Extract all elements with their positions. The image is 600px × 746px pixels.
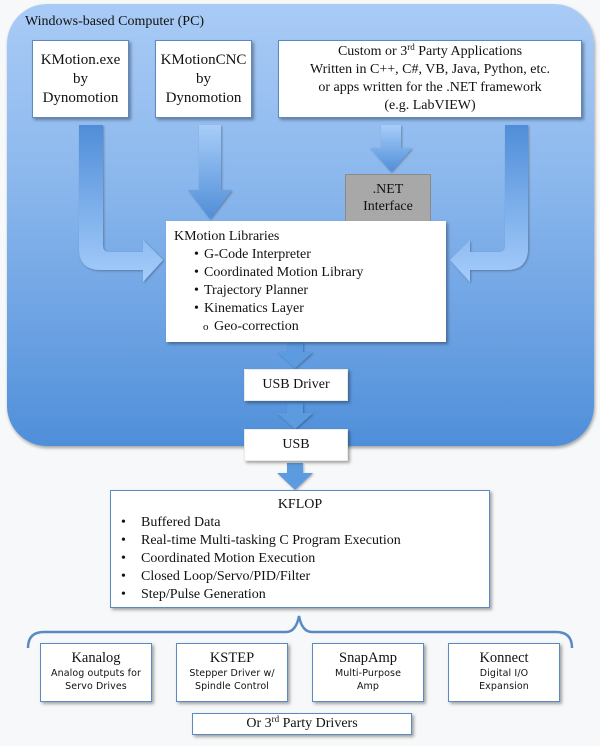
konnect-name: Konnect bbox=[479, 650, 529, 666]
snapamp-desc-line1: Multi-Purpose bbox=[334, 668, 402, 679]
kmotion-libraries-list: • G-Code Interpreter • Coordinated Motion … bbox=[174, 246, 446, 336]
kstep-desc-line1: Stepper Driver w/ bbox=[189, 668, 275, 679]
kanalog-box: Kanalog Analog outputs for Servo Drives bbox=[40, 643, 152, 702]
net-interface-line1: .NET bbox=[372, 182, 404, 197]
arrow-custom-to-net bbox=[370, 125, 412, 172]
kmotioncnc-box: KMotionCNC by Dynomotion bbox=[155, 40, 252, 118]
list-item-label: G-Code Interpreter bbox=[204, 247, 311, 262]
konnect-desc-line1: Digital I/O bbox=[479, 668, 529, 679]
hollow-bullet-icon: o bbox=[203, 321, 209, 333]
third-party-drivers-box: Or 3rd Party Drivers bbox=[192, 713, 412, 735]
sub-list-item-label: Geo-correction bbox=[214, 319, 299, 334]
bullet-icon: • bbox=[121, 569, 126, 584]
custom-apps-line1: Custom or 3rd Party Applications bbox=[338, 43, 522, 61]
kmotioncnc-line2: by bbox=[196, 70, 211, 87]
snapamp-name: SnapAmp bbox=[339, 650, 397, 666]
custom-apps-box: Custom or 3rd Party Applications Written… bbox=[278, 40, 582, 118]
bullet-icon: • bbox=[121, 587, 126, 602]
drivers-brace bbox=[26, 615, 574, 649]
bullet-icon: • bbox=[121, 515, 126, 530]
third-party-pre: Or 3 bbox=[246, 716, 272, 731]
list-item: • Step/Pulse Generation bbox=[111, 586, 489, 604]
list-item-label: Coordinated Motion Library bbox=[204, 265, 364, 280]
usb-driver-label: USB Driver bbox=[262, 377, 330, 392]
net-interface-box: .NET Interface bbox=[345, 174, 431, 228]
list-item-label: Trajectory Planner bbox=[204, 283, 309, 298]
list-item: • Kinematics Layer bbox=[174, 300, 446, 318]
list-item-label: Closed Loop/Servo/PID/Filter bbox=[141, 569, 311, 584]
list-item-label: Buffered Data bbox=[141, 515, 221, 530]
kflop-box: KFLOP • Buffered Data • Real-time Multi-ta… bbox=[110, 490, 490, 608]
konnect-box: Konnect Digital I/O Expansion bbox=[448, 643, 560, 702]
net-interface-line2: Interface bbox=[363, 199, 413, 214]
bullet-icon: • bbox=[121, 533, 126, 548]
bullet-icon: • bbox=[194, 247, 199, 262]
kmotion-libraries-box: KMotion Libraries • G-Code Interpreter • C… bbox=[166, 221, 446, 342]
kanalog-name: Kanalog bbox=[71, 650, 121, 666]
kflop-list: • Buffered Data • Real-time Multi-tasking … bbox=[111, 514, 489, 604]
snapamp-box: SnapAmp Multi-Purpose Amp bbox=[312, 643, 424, 702]
kflop-title: KFLOP bbox=[277, 497, 323, 512]
arrow-kmotioncnc-to-libraries bbox=[188, 125, 232, 219]
kmotioncnc-line1: KMotionCNC bbox=[160, 51, 247, 68]
usb-label: USB bbox=[282, 437, 310, 452]
kmotioncnc-line3: Dynomotion bbox=[165, 89, 242, 106]
kanalog-desc-line1: Analog outputs for bbox=[50, 668, 141, 679]
arrow-libraries-to-usb-driver bbox=[277, 343, 313, 368]
custom-apps-line3: or apps written for the .NET framework bbox=[318, 80, 542, 95]
list-item-label: Real-time Multi-tasking C Program Execut… bbox=[141, 533, 401, 548]
list-item-label: Kinematics Layer bbox=[204, 301, 304, 316]
third-party-post: Party Drivers bbox=[279, 716, 358, 731]
pc-title: Windows-based Computer (PC) bbox=[25, 14, 205, 29]
custom-apps-line1-sup: rd bbox=[407, 42, 415, 52]
usb-driver-box: USB Driver bbox=[244, 369, 348, 401]
kstep-box: KSTEP Stepper Driver w/ Spindle Control bbox=[176, 643, 288, 702]
arrow-kmotion-exe-to-libraries bbox=[79, 125, 163, 282]
kmotion-exe-line3: Dynomotion bbox=[42, 89, 119, 106]
bullet-icon: • bbox=[194, 283, 199, 298]
list-item: • Real-time Multi-tasking C Program Execu… bbox=[111, 532, 489, 550]
custom-apps-line1-post: Party Applications bbox=[414, 44, 523, 59]
list-item: • Trajectory Planner bbox=[174, 282, 446, 300]
arrow-custom-to-libraries-right bbox=[450, 125, 528, 282]
kanalog-desc-line2: Servo Drives bbox=[65, 681, 127, 692]
custom-apps-line4: (e.g. LabVIEW) bbox=[384, 98, 476, 113]
list-item: • Coordinated Motion Library bbox=[174, 264, 446, 282]
list-item: • Closed Loop/Servo/PID/Filter bbox=[111, 568, 489, 586]
bullet-icon: • bbox=[194, 265, 199, 280]
bullet-icon: • bbox=[194, 301, 199, 316]
konnect-desc-line2: Expansion bbox=[479, 681, 529, 692]
kmotion-libraries-title: KMotion Libraries bbox=[174, 229, 280, 244]
list-item-label: Step/Pulse Generation bbox=[141, 587, 266, 602]
custom-apps-line1-pre: Custom or 3 bbox=[337, 44, 408, 59]
kmotion-exe-line1: KMotion.exe bbox=[40, 51, 121, 68]
usb-box: USB bbox=[244, 429, 348, 461]
snapamp-desc-line2: Amp bbox=[356, 681, 380, 692]
arrow-usb-to-kflop bbox=[277, 463, 313, 490]
kstep-desc-line2: Spindle Control bbox=[194, 681, 270, 692]
custom-apps-line2: Written in C++, C#, VB, Java, Python, et… bbox=[309, 62, 551, 77]
kmotion-exe-line2: by bbox=[73, 70, 88, 87]
kstep-name: KSTEP bbox=[209, 650, 255, 666]
list-item: • Coordinated Motion Execution bbox=[111, 550, 489, 568]
list-item-label: Coordinated Motion Execution bbox=[141, 551, 316, 566]
kmotion-exe-box: KMotion.exe by Dynomotion bbox=[32, 40, 129, 118]
list-item: • G-Code Interpreter bbox=[174, 246, 446, 264]
list-item: • Buffered Data bbox=[111, 514, 489, 532]
arrow-usb-driver-to-usb bbox=[277, 403, 313, 429]
bullet-icon: • bbox=[121, 551, 126, 566]
sub-list-item: o Geo-correction bbox=[174, 318, 446, 336]
third-party-sup: rd bbox=[271, 714, 280, 724]
